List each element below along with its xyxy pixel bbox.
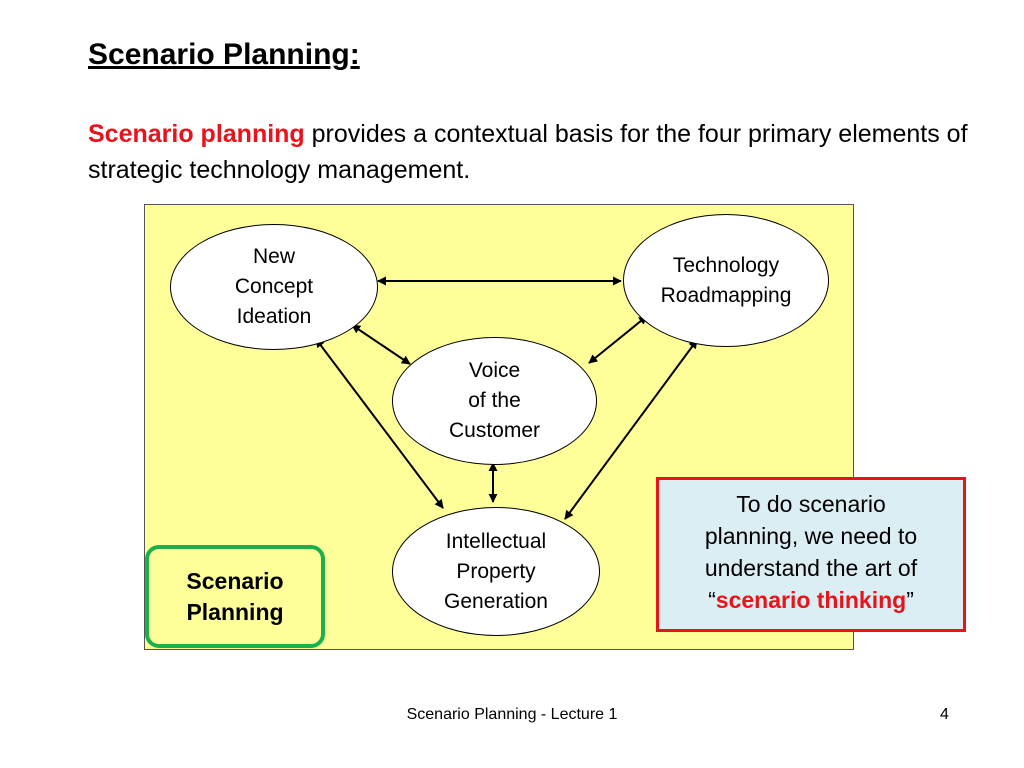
callout-line: understand the art of — [704, 555, 918, 581]
callout-line: “scenario thinking” — [659, 584, 963, 616]
callout-open-quote: “ — [708, 587, 716, 613]
node-label: Intellectual Property Generation — [444, 529, 548, 613]
node-new-concept-ideation: New Concept Ideation — [170, 224, 378, 350]
callout-close-quote: ” — [906, 587, 914, 613]
node-technology-roadmapping: Technology Roadmapping — [623, 214, 829, 347]
link-ideation-voice — [351, 324, 411, 365]
intro-highlight: Scenario planning — [88, 120, 305, 148]
page-number: 4 — [940, 706, 949, 723]
node-intellectual-property-generation: Intellectual Property Generation — [392, 507, 600, 636]
footer-text: Scenario Planning - Lecture 1 — [406, 706, 618, 723]
callout-line: To do scenario — [736, 491, 886, 517]
callout-line: planning, we need to — [704, 523, 918, 549]
node-voice-of-the-customer: Voice of the Customer — [392, 337, 597, 465]
node-label: Technology Roadmapping — [660, 253, 792, 307]
node-label: New Concept Ideation — [234, 245, 314, 328]
slide-title: Scenario Planning: — [88, 38, 360, 71]
link-roadmapping-voice — [588, 315, 648, 364]
link-roadmapping-ip — [564, 339, 698, 520]
callout-highlight: scenario thinking — [715, 587, 907, 613]
link-ideation-ip — [315, 338, 444, 509]
node-label: Voice of the Customer — [448, 359, 541, 442]
intro-text: provides a contextual basis for the four… — [88, 120, 968, 184]
scenario-planning-label: Scenario Planning — [186, 567, 284, 625]
intro-paragraph: Scenario planning provides a contextual … — [88, 116, 968, 188]
scenario-planning-box: Scenario Planning — [145, 545, 325, 648]
scenario-thinking-callout: To do scenario planning, we need to unde… — [656, 477, 966, 632]
